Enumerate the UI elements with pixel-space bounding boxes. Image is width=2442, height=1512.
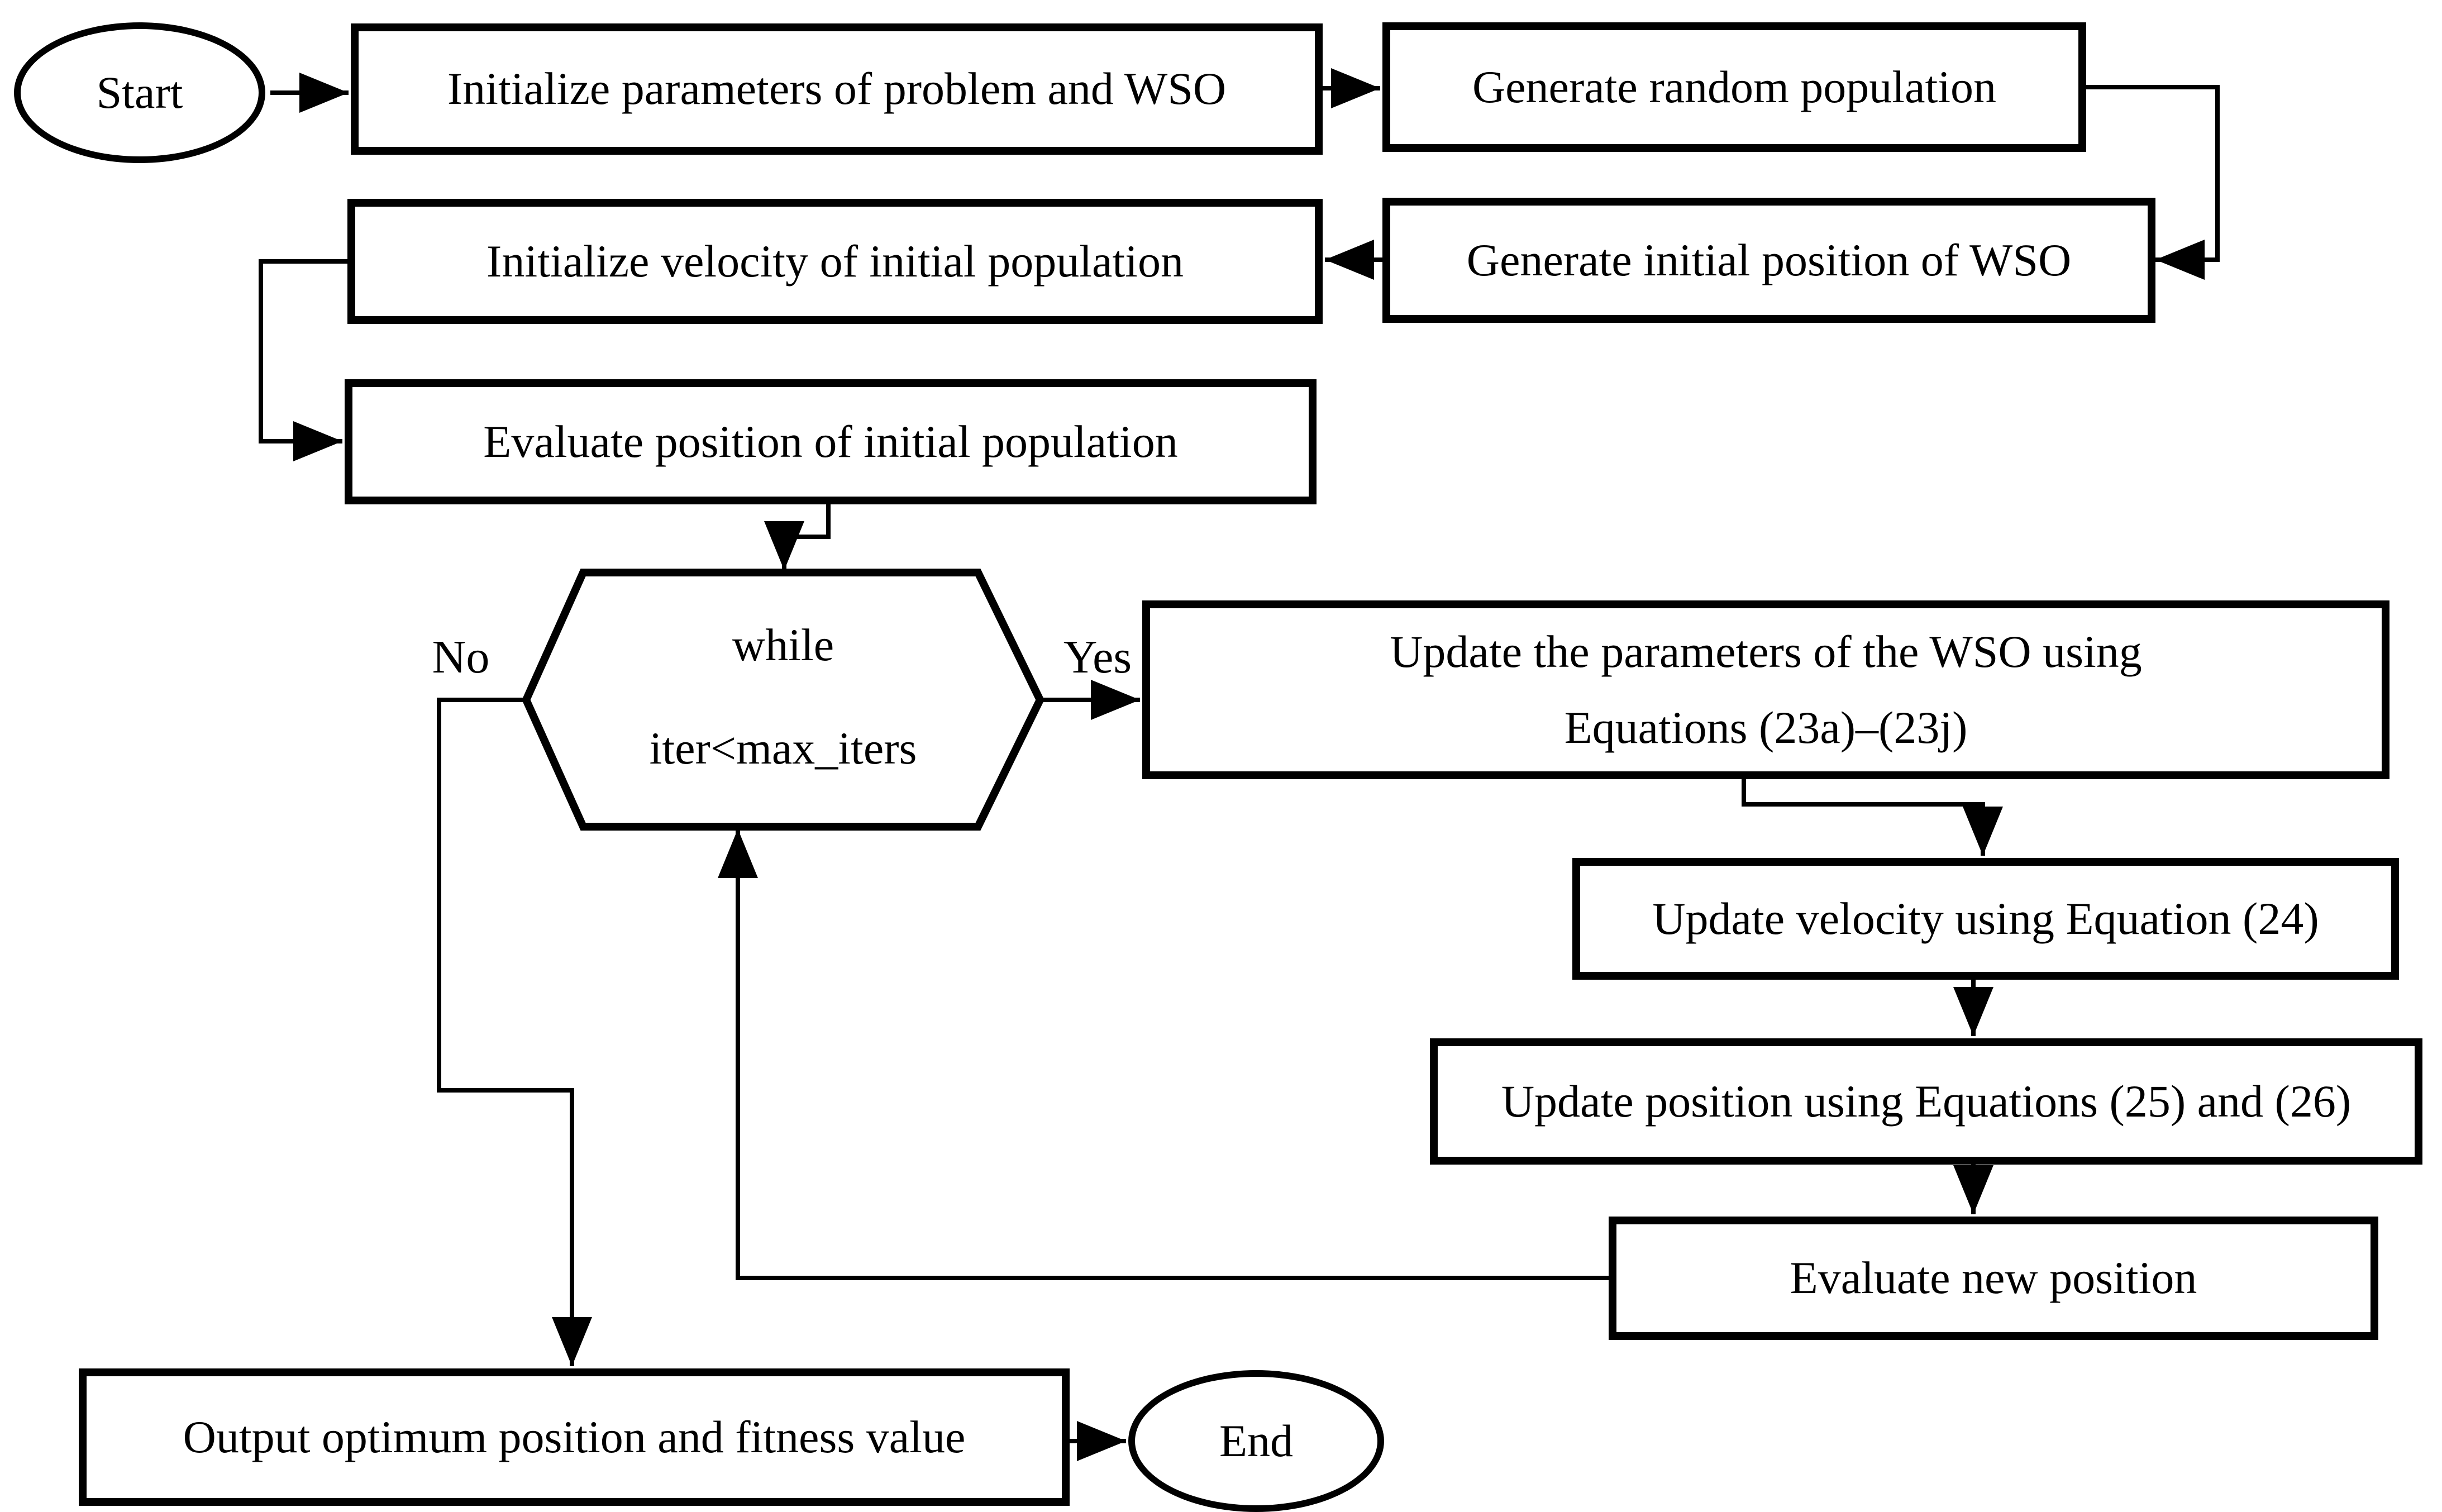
edge-eval-initial-position-to-loop xyxy=(764,504,831,570)
init-velocity-box: Initialize velocity of initial populatio… xyxy=(347,199,1323,324)
edge-init-velocity-to-eval-initial-position xyxy=(259,259,347,461)
update-params-box: Update the parameters of the WSO using E… xyxy=(1142,600,2389,779)
edge-gen-population-to-gen-initial-position xyxy=(2086,85,2220,280)
no-label: No xyxy=(432,631,490,683)
edge-loop-no-to-output xyxy=(437,698,592,1366)
loop-condition-line1: while xyxy=(732,619,834,670)
start-terminator: Start xyxy=(14,22,265,163)
end-terminator: End xyxy=(1128,1370,1384,1512)
eval-new-position-box: Evaluate new position xyxy=(1609,1217,2378,1340)
gen-initial-position-box: Generate initial position of WSO xyxy=(1382,198,2155,323)
yes-label: Yes xyxy=(1063,631,1132,683)
loop-condition-hexagon-shape xyxy=(522,569,1044,831)
edge-eval-new-position-to-loop xyxy=(718,829,1609,1280)
output-box: Output optimum position and fitness valu… xyxy=(79,1368,1070,1506)
gen-population-box: Generate random population xyxy=(1382,22,2086,152)
update-position-box: Update position using Equations (25) and… xyxy=(1430,1038,2422,1165)
loop-condition-line2: iter<max_iters xyxy=(649,722,917,774)
update-params-line1: Update the parameters of the WSO using xyxy=(1390,626,2142,677)
update-params-line2: Equations (23a)–(23j) xyxy=(1564,702,1968,753)
edge-update-params-to-update-velocity xyxy=(1742,779,2003,856)
init-params-box: Initialize parameters of problem and WSO xyxy=(351,23,1323,155)
eval-initial-position-box: Evaluate position of initial population xyxy=(345,379,1317,504)
update-velocity-box: Update velocity using Equation (24) xyxy=(1572,858,2399,980)
